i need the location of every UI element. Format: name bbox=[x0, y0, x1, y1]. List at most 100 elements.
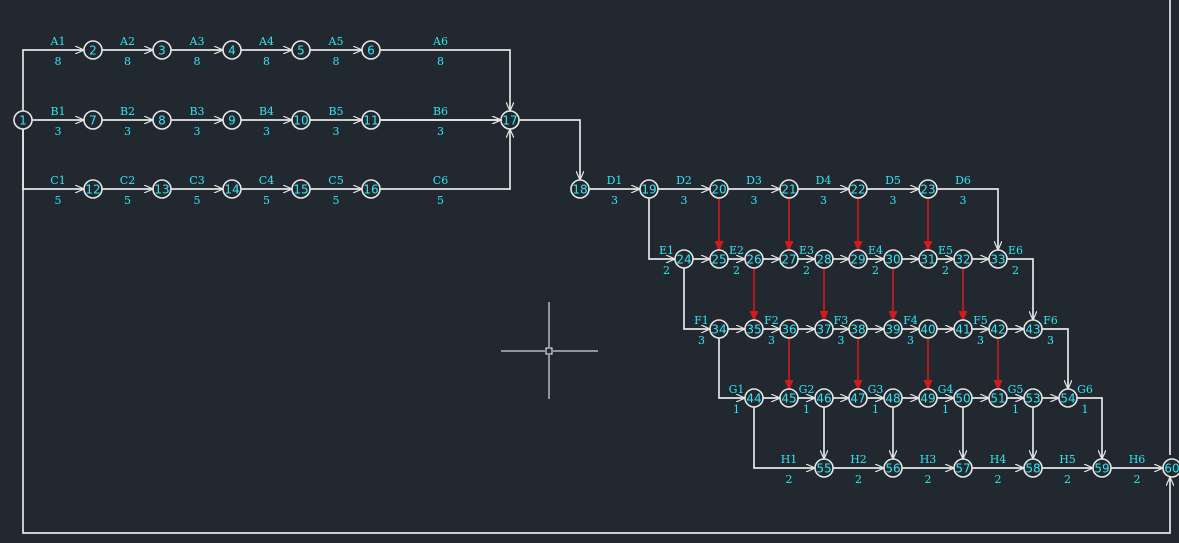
activity-duration: 8 bbox=[333, 55, 340, 68]
node-31: 31 bbox=[918, 249, 938, 269]
activity-duration: 5 bbox=[194, 194, 201, 207]
activity-duration: 5 bbox=[263, 194, 270, 207]
node-26: 26 bbox=[744, 249, 764, 269]
node-circle bbox=[674, 249, 694, 269]
activity-label: B3 bbox=[189, 105, 204, 118]
node-number: 1 bbox=[19, 114, 27, 128]
node-number: 11 bbox=[363, 114, 378, 128]
node-41: 41 bbox=[953, 319, 973, 339]
activity-arrow-A1 bbox=[22, 50, 84, 111]
node-5: 5 bbox=[291, 40, 311, 60]
activity-label: E5 bbox=[938, 244, 953, 257]
node-11: 11 bbox=[361, 110, 381, 130]
activity-label: F3 bbox=[834, 314, 849, 327]
activity-duration: 8 bbox=[55, 55, 62, 68]
node-circle bbox=[779, 388, 799, 408]
link-arrow bbox=[22, 129, 1170, 534]
node-22: 22 bbox=[848, 179, 868, 199]
activity-duration: 2 bbox=[733, 264, 740, 277]
node-number: 45 bbox=[781, 392, 796, 406]
node-number: 53 bbox=[1025, 392, 1040, 406]
node-number: 40 bbox=[920, 323, 935, 337]
node-circle bbox=[744, 388, 764, 408]
activity-duration: 3 bbox=[977, 334, 984, 347]
node-circle bbox=[222, 40, 242, 60]
crosshair-cursor bbox=[501, 302, 598, 399]
node-number: 24 bbox=[676, 253, 691, 267]
activity-label: G5 bbox=[1008, 383, 1024, 396]
activity-label: C5 bbox=[328, 174, 343, 187]
node-circle bbox=[883, 388, 903, 408]
activity-arrow-C6 bbox=[380, 129, 510, 190]
node-number: 41 bbox=[955, 323, 970, 337]
node-circle bbox=[779, 179, 799, 199]
node-54: 54 bbox=[1058, 388, 1078, 408]
node-circle bbox=[709, 249, 729, 269]
node-circle bbox=[848, 249, 868, 269]
node-17: 17 bbox=[500, 110, 520, 130]
activity-label: C4 bbox=[259, 174, 274, 187]
node-20: 20 bbox=[709, 179, 729, 199]
node-number: 7 bbox=[89, 114, 97, 128]
node-8: 8 bbox=[152, 110, 172, 130]
node-circle bbox=[814, 319, 834, 339]
activity-label: B2 bbox=[120, 105, 135, 118]
node-circle bbox=[291, 110, 311, 130]
node-number: 29 bbox=[850, 253, 865, 267]
activity-label: D1 bbox=[607, 174, 623, 187]
node-number: 3 bbox=[158, 44, 166, 58]
node-40: 40 bbox=[918, 319, 938, 339]
node-circle bbox=[83, 40, 103, 60]
node-circle bbox=[83, 110, 103, 130]
node-number: 51 bbox=[990, 392, 1005, 406]
activity-duration: 3 bbox=[194, 125, 201, 138]
activity-duration: 2 bbox=[663, 264, 670, 277]
activity-arrow-H1 bbox=[753, 407, 815, 468]
node-circle bbox=[883, 319, 903, 339]
activity-label: B6 bbox=[433, 105, 448, 118]
activity-duration: 3 bbox=[437, 125, 444, 138]
node-number: 4 bbox=[228, 44, 236, 58]
node-circle bbox=[883, 458, 903, 478]
activity-label: G3 bbox=[868, 383, 884, 396]
node-circle bbox=[291, 40, 311, 60]
activity-duration: 3 bbox=[960, 194, 967, 207]
activity-duration: 1 bbox=[872, 403, 879, 416]
node-4: 4 bbox=[222, 40, 242, 60]
activity-label: C2 bbox=[120, 174, 135, 187]
activity-label: H5 bbox=[1059, 453, 1076, 466]
activity-label: B5 bbox=[328, 105, 343, 118]
node-number: 5 bbox=[297, 44, 305, 58]
node-33: 33 bbox=[988, 249, 1008, 269]
node-23: 23 bbox=[918, 179, 938, 199]
node-number: 48 bbox=[885, 392, 900, 406]
activity-duration: 3 bbox=[838, 334, 845, 347]
node-3: 3 bbox=[152, 40, 172, 60]
node-number: 59 bbox=[1094, 462, 1109, 476]
node-circle bbox=[988, 388, 1008, 408]
node-circle bbox=[1023, 388, 1043, 408]
node-circle bbox=[953, 388, 973, 408]
node-circle bbox=[779, 319, 799, 339]
node-number: 58 bbox=[1025, 462, 1040, 476]
activity-label: C6 bbox=[433, 174, 448, 187]
node-43: 43 bbox=[1023, 319, 1043, 339]
node-39: 39 bbox=[883, 319, 903, 339]
node-59: 59 bbox=[1092, 458, 1112, 478]
activity-duration: 8 bbox=[437, 55, 444, 68]
node-50: 50 bbox=[953, 388, 973, 408]
activity-label: A2 bbox=[119, 35, 135, 48]
node-circle bbox=[709, 179, 729, 199]
activity-duration: 3 bbox=[611, 194, 618, 207]
activity-label: A3 bbox=[189, 35, 205, 48]
node-circle bbox=[953, 458, 973, 478]
node-12: 12 bbox=[83, 179, 103, 199]
activity-duration: 2 bbox=[786, 473, 793, 486]
activity-arrow-E6 bbox=[1007, 258, 1033, 320]
node-circle bbox=[953, 319, 973, 339]
node-number: 60 bbox=[1164, 462, 1179, 476]
node-number: 22 bbox=[850, 183, 865, 197]
activity-label: A1 bbox=[50, 35, 66, 48]
node-number: 44 bbox=[746, 392, 761, 406]
node-circle bbox=[814, 388, 834, 408]
